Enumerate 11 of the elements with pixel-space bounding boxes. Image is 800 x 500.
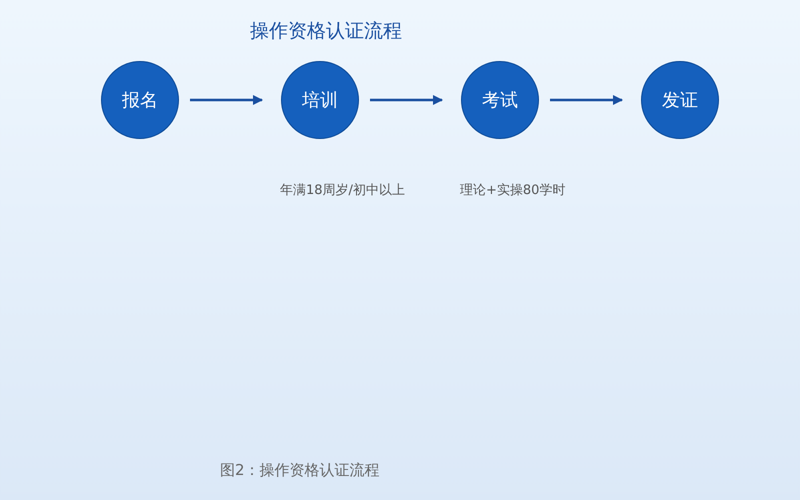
- arrow: [190, 95, 263, 105]
- step-label: 报名: [122, 89, 158, 112]
- requirement-note: 年满18周岁/初中以上: [280, 182, 405, 199]
- step-label: 培训: [302, 89, 338, 112]
- arrow: [550, 95, 623, 105]
- step-label: 考试: [482, 89, 518, 112]
- step-label: 发证: [662, 89, 698, 112]
- figure-caption: 图2：操作资格认证流程: [220, 461, 380, 480]
- diagram-title: 操作资格认证流程: [250, 19, 402, 44]
- requirement-note: 理论+实操80学时: [460, 182, 566, 199]
- arrow: [370, 95, 443, 105]
